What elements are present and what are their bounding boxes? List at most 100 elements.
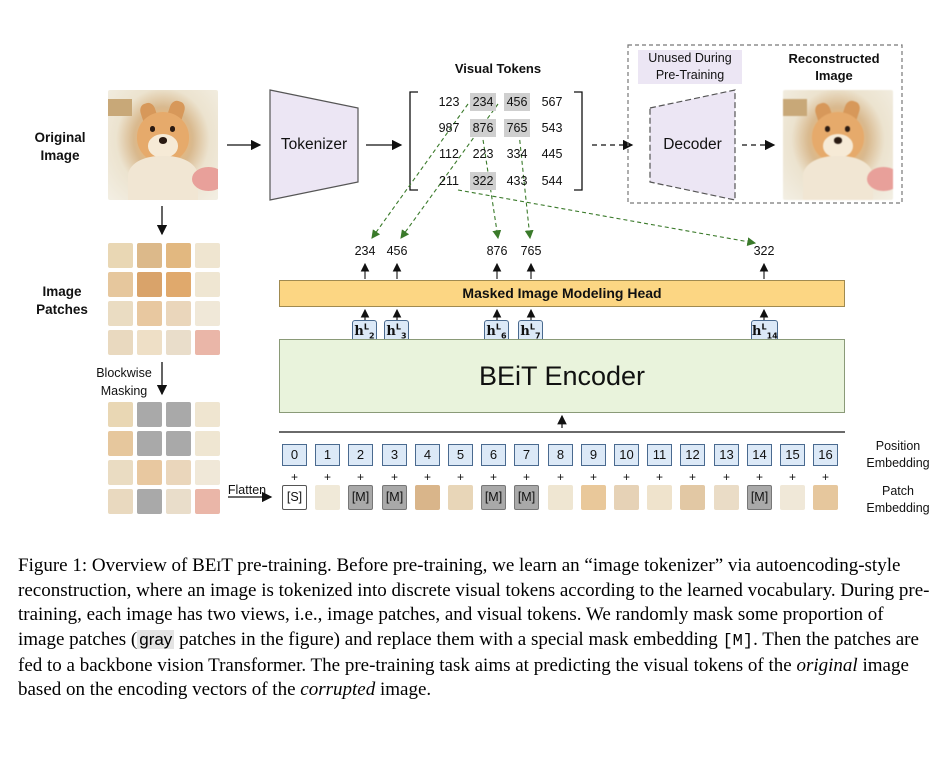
visual-token: 567 [541,95,563,109]
image-patch [108,489,133,514]
patch-embedding [714,485,739,510]
position-embedding: 6 [481,444,506,466]
position-embedding: 0 [282,444,307,466]
plus-sign: + [390,470,398,484]
patch-embedding-label: Patch Embedding [866,484,930,515]
visual-token: 456 [504,93,530,111]
patch-embedding [680,485,705,510]
position-embedding: 15 [780,444,805,466]
decoder-shape [649,89,736,201]
image-patch [195,330,220,355]
head-to-token-arrows [360,262,769,279]
image-patch [195,460,220,485]
image-patch [195,272,220,297]
image-patches-label: Image Patches [36,284,88,317]
visual-token: 765 [504,119,530,137]
visual-token: 543 [541,121,563,135]
image-patch [137,272,162,297]
masked-patch [166,431,191,456]
patch-embedding [647,485,672,510]
image-patch [195,431,220,456]
image-patch [137,330,162,355]
image-patch [108,243,133,268]
tokenizer-label: Tokenizer [280,136,348,153]
plus-sign: + [589,470,597,484]
visual-token: 445 [541,147,563,161]
tokenizer-shape [269,89,359,201]
plus-sign: + [755,470,763,484]
plus-sign: + [356,470,364,484]
masked-patches-grid [108,402,220,514]
visual-token: 987 [438,121,460,135]
patch-embedding [548,485,573,510]
image-patch [195,243,220,268]
green-dashed-arrows [371,103,757,246]
image-patch [166,272,191,297]
position-embedding: 5 [448,444,473,466]
mask-token: [M] [348,485,373,510]
plus-sign: + [456,470,464,484]
patch-embedding [614,485,639,510]
visual-token: 322 [470,172,496,190]
position-embedding: 8 [548,444,573,466]
position-embedding: 3 [382,444,407,466]
visual-token: 211 [439,174,459,188]
plus-sign: + [423,470,431,484]
visual-token: 544 [541,174,563,188]
gray-highlight: gray [137,629,175,649]
output-token: 876 [486,244,508,258]
image-patch [166,330,191,355]
masked-patch [137,402,162,427]
visual-token: 123 [438,95,460,109]
image-patch [108,272,133,297]
mask-token: [M] [382,485,407,510]
position-embedding: 10 [614,444,639,466]
mask-token: [M] [481,485,506,510]
output-token: 765 [520,244,542,258]
visual-token: 433 [506,174,528,188]
plus-sign: + [489,470,497,484]
reconstructed-label: Reconstructed Image [788,51,880,83]
output-token: 234 [354,244,376,258]
plus-sign: + [788,470,796,484]
image-patch [108,402,133,427]
image-patch [195,301,220,326]
position-embedding: 16 [813,444,838,466]
position-embedding: 1 [315,444,340,466]
original-image [108,90,218,200]
position-embedding: 12 [680,444,705,466]
unused-box [627,44,903,204]
image-patch [108,460,133,485]
token-bracket-left [409,91,418,191]
mask-token: [M] [747,485,772,510]
reconstructed-image [783,90,893,200]
patch-embedding [415,485,440,510]
plus-sign: + [622,470,630,484]
plus-sign: + [522,470,530,484]
token-bracket-right [574,91,583,191]
patch-embedding [813,485,838,510]
decoder-label: Decoder [663,136,722,153]
mask-token: [M] [722,631,754,651]
plus-sign: + [688,470,696,484]
plus-sign: + [323,470,331,484]
h-vector: hL7 [518,320,543,344]
image-patch [137,243,162,268]
image-patch [108,431,133,456]
position-embedding: 13 [714,444,739,466]
image-patch [108,301,133,326]
position-embedding: 2 [348,444,373,466]
visual-token: 334 [506,147,528,161]
plus-sign: + [556,470,564,484]
position-embedding: 4 [415,444,440,466]
image-patch [166,243,191,268]
masked-patch [137,489,162,514]
visual-token: 876 [470,119,496,137]
plus-sign: + [821,470,829,484]
position-embedding: 7 [514,444,539,466]
patch-embedding [581,485,606,510]
position-embedding: 9 [581,444,606,466]
beit-encoder: BEiT Encoder [279,339,845,413]
masked-patch [137,431,162,456]
image-patch [166,460,191,485]
